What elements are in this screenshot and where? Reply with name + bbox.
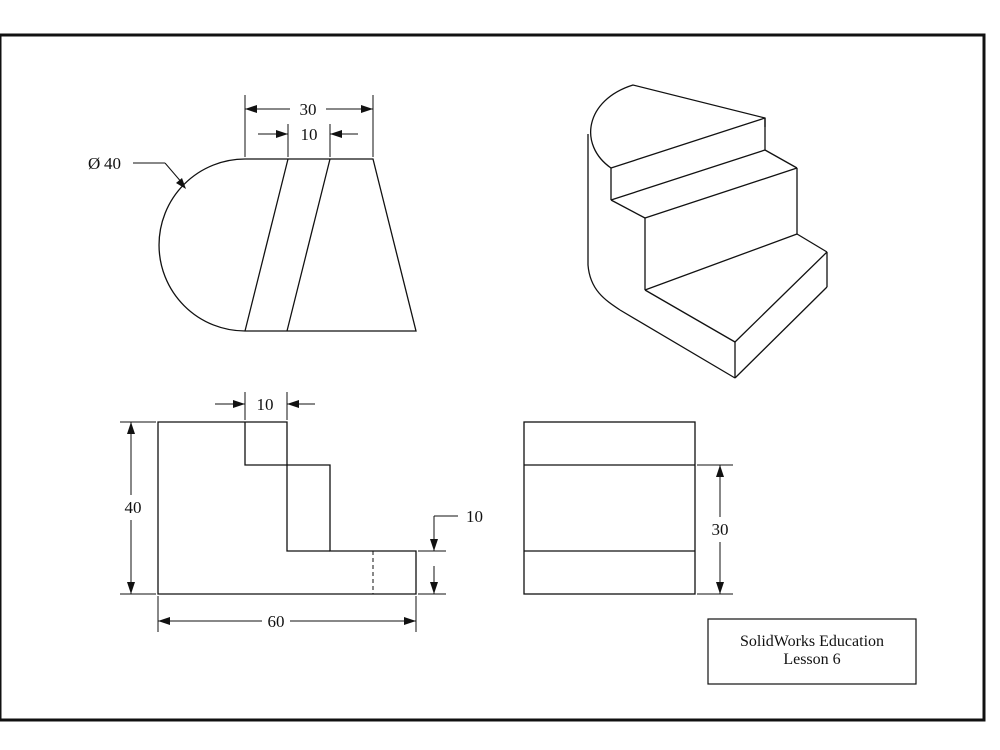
slot-line-left [244,158,289,332]
iso-edge [734,286,828,379]
dimension-slot-width: 10 [301,125,318,144]
arrowhead [404,617,416,625]
title-block-line2: Lesson 6 [783,651,840,668]
arrowhead [330,130,342,138]
arrowhead [233,400,245,408]
iso-cylinder-top [590,84,766,169]
top-view-outline [158,158,417,332]
arrowhead [716,582,724,594]
side-view-outline [523,421,696,595]
dimension-base-height: 10 [466,507,483,526]
iso-edge [644,233,798,291]
dimension-width-overall: 30 [300,100,317,119]
dimension-length: 60 [268,612,285,631]
sheet-border [0,33,986,722]
top-view: Ø 40 30 10 [88,95,417,332]
arrowhead [276,130,288,138]
diameter-value: 40 [104,154,121,173]
title-block-line1: SolidWorks Education [740,633,884,650]
slot-line-right [286,158,331,332]
step-line [244,422,330,552]
iso-edge [619,309,736,379]
isometric-view [587,84,828,379]
front-view: 10 40 60 10 [120,392,483,632]
title-block: SolidWorks Education Lesson 6 [707,618,917,685]
arrowhead [127,422,135,434]
iso-edge [610,117,766,169]
title-block-frame [707,618,917,685]
dimension-middle-height: 30 [712,520,729,539]
dimension-height: 40 [125,498,142,517]
iso-edge [610,149,766,201]
diameter-arrowhead [176,178,186,189]
arrowhead [245,105,257,113]
arrowhead [716,465,724,477]
arrowhead [361,105,373,113]
iso-edge [764,149,798,169]
side-view: 30 [523,421,733,595]
arrowhead [287,400,299,408]
iso-edge [644,167,798,219]
arrowhead [127,582,135,594]
iso-edge [610,199,646,219]
iso-edge [644,289,736,343]
diameter-symbol: Ø [88,154,100,173]
arrowhead [430,582,438,594]
arrowhead [430,539,438,551]
iso-edge [734,251,828,343]
iso-edge [796,233,828,253]
arrowhead [158,617,170,625]
dimension-step-width: 10 [257,395,274,414]
iso-cylinder-bottom [587,264,621,311]
